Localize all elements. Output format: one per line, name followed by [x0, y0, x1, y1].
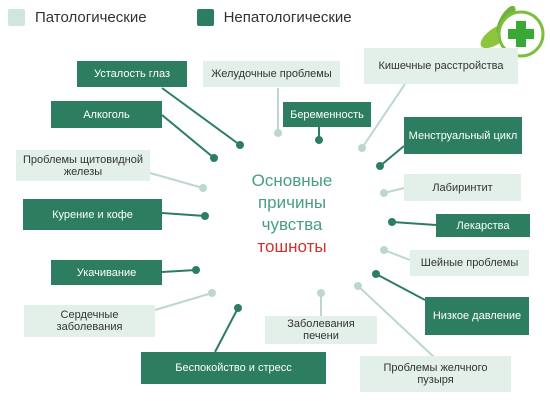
legend-swatch-nonpathological	[196, 8, 214, 26]
cause-smoking-coffee: Курение и кофе	[23, 199, 162, 230]
connector-dot-medication	[388, 218, 396, 226]
cause-intestinal: Кишечные расстройства	[364, 48, 518, 84]
connector-anxiety	[214, 307, 239, 353]
connector-dot-gallbladder	[354, 282, 362, 290]
cause-anxiety: Беспокойство и стресс	[141, 352, 326, 384]
connector-dot-thyroid	[199, 184, 207, 192]
cause-liver: Заболевания печени	[265, 316, 377, 344]
connector-intestinal	[361, 83, 406, 149]
connector-gallbladder	[357, 285, 436, 359]
connector-alcohol	[161, 114, 215, 159]
legend-label-pathological: Патологические	[35, 8, 147, 26]
connector-motion	[161, 269, 197, 273]
connector-dot-pregnancy	[315, 136, 323, 144]
cause-low-pressure: Низкое давление	[425, 297, 529, 335]
cause-motion-sickness: Укачивание	[51, 260, 162, 285]
connector-dot-heart	[208, 289, 216, 297]
connector-dot-menstrual	[376, 162, 384, 170]
connector-dot-neck	[380, 246, 388, 254]
center-line-4: тошноты	[257, 237, 327, 256]
cause-thyroid: Проблемы щитовидной железы	[16, 150, 150, 181]
connector-dot-low-pressure	[372, 270, 380, 278]
cause-stomach: Желудочные проблемы	[203, 61, 340, 87]
connector-neck	[383, 249, 411, 261]
legend-label-nonpathological: Непатологические	[223, 8, 352, 26]
cause-gallbladder: Проблемы желчного пузыря	[360, 356, 511, 392]
connector-medication	[391, 221, 437, 226]
cause-heart: Сердечные заболевания	[24, 305, 155, 337]
connector-dot-fatigue	[236, 141, 244, 149]
connector-menstrual	[379, 145, 405, 167]
connector-dot-alcohol	[210, 154, 218, 162]
connector-dot-motion	[192, 266, 200, 274]
cause-fatigue: Усталость глаз	[77, 61, 187, 87]
connector-heart	[154, 292, 213, 311]
connector-dot-stomach	[274, 129, 282, 137]
connector-low-pressure	[375, 273, 426, 301]
connector-fatigue	[161, 87, 241, 146]
connector-dot-intestinal	[358, 144, 366, 152]
cause-neck: Шейные проблемы	[410, 250, 529, 276]
connector-dot-anxiety	[234, 304, 242, 312]
legend: Патологические Непатологические	[8, 6, 352, 28]
legend-swatch-pathological	[8, 8, 25, 26]
cause-labyrinthitis: Лабиринтит	[404, 174, 521, 201]
connector-dot-smoking	[201, 212, 209, 220]
connector-dot-liver	[317, 289, 325, 297]
cause-alcohol: Алкоголь	[51, 101, 162, 128]
connector-dot-labyrinthitis	[380, 189, 388, 197]
center-title: Основные причины чувства тошноты	[226, 170, 358, 258]
cause-pregnancy: Беременность	[283, 102, 371, 127]
center-line-2: причины	[257, 193, 327, 212]
center-line-1: Основные	[251, 171, 333, 190]
medical-cross-icon	[480, 5, 545, 58]
cause-menstrual: Менструальный цикл	[404, 117, 522, 154]
connector-thyroid	[149, 172, 204, 189]
connector-smoking	[161, 212, 206, 217]
cause-medication: Лекарства	[436, 214, 530, 237]
center-line-3: чувства	[261, 215, 323, 234]
